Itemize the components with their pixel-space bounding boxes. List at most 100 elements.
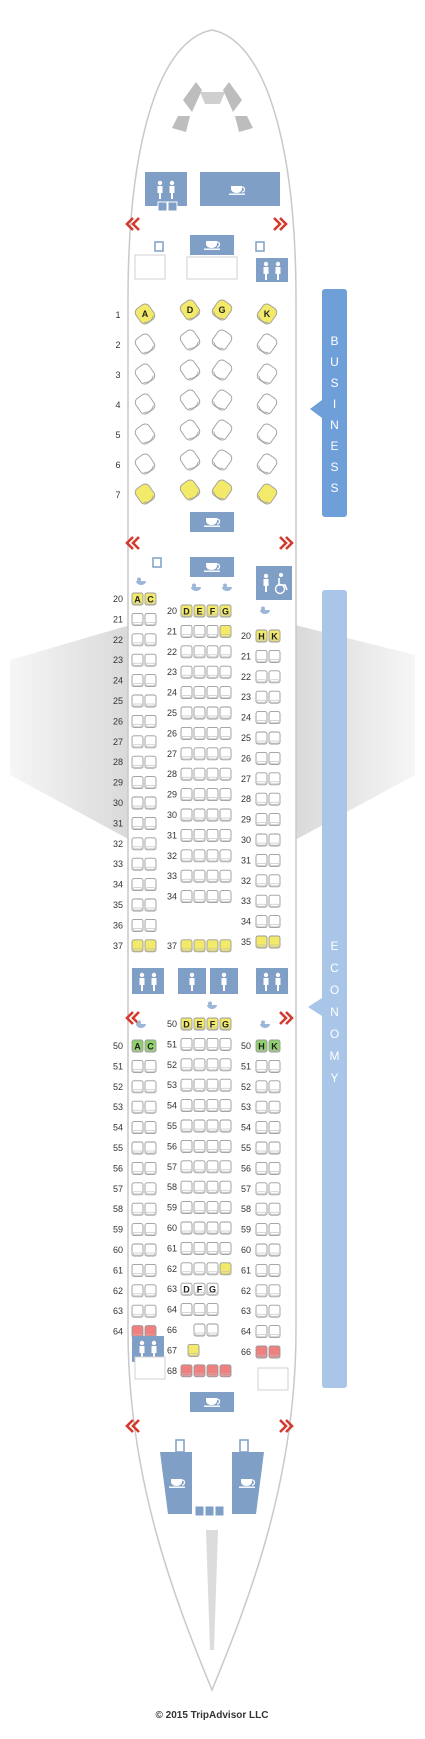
seat-55D[interactable]	[180, 1119, 193, 1133]
seat-28D[interactable]	[180, 767, 193, 781]
business-seat-G[interactable]	[210, 328, 233, 352]
seat-22G[interactable]	[219, 645, 232, 659]
seat-64F[interactable]	[206, 1303, 219, 1317]
seat-23H[interactable]	[255, 690, 268, 704]
seat-50A[interactable]: A	[131, 1039, 144, 1053]
seat-61G[interactable]	[219, 1241, 232, 1255]
seat-28A[interactable]	[131, 755, 144, 769]
seat-68F[interactable]	[206, 1364, 219, 1378]
seat-33F[interactable]	[206, 869, 219, 883]
seat-54A[interactable]	[131, 1121, 144, 1135]
business-seat-G[interactable]	[210, 388, 233, 412]
seat-31K[interactable]	[268, 853, 281, 867]
seat-54H[interactable]	[255, 1121, 268, 1135]
seat-29K[interactable]	[268, 813, 281, 827]
seat-55H[interactable]	[255, 1141, 268, 1155]
seat-23D[interactable]	[180, 665, 193, 679]
business-seat-G[interactable]	[210, 418, 233, 442]
seat-50D[interactable]: D	[180, 1017, 193, 1031]
seat-29C[interactable]	[144, 776, 157, 790]
business-seat-A[interactable]	[133, 362, 156, 386]
seat-26F[interactable]	[206, 726, 219, 740]
seat-35C[interactable]	[144, 898, 157, 912]
seat-54K[interactable]	[268, 1121, 281, 1135]
seat-61E[interactable]	[193, 1241, 206, 1255]
seat-34F[interactable]	[206, 890, 219, 904]
seat-24F[interactable]	[206, 686, 219, 700]
seat-25E[interactable]	[193, 706, 206, 720]
seat-59K[interactable]	[268, 1223, 281, 1237]
seat-25A[interactable]	[131, 694, 144, 708]
seat-22E[interactable]	[193, 645, 206, 659]
seat-34E[interactable]	[193, 890, 206, 904]
seat-54G[interactable]	[219, 1099, 232, 1113]
seat-30G[interactable]	[219, 808, 232, 822]
seat-51F[interactable]	[206, 1037, 219, 1051]
seat-24H[interactable]	[255, 711, 268, 725]
seat-62K[interactable]	[268, 1284, 281, 1298]
seat-23K[interactable]	[268, 690, 281, 704]
seat-27H[interactable]	[255, 772, 268, 786]
seat-37A[interactable]	[131, 939, 144, 953]
seat-62C[interactable]	[144, 1284, 157, 1298]
seat-31H[interactable]	[255, 853, 268, 867]
seat-58H[interactable]	[255, 1202, 268, 1216]
seat-58E[interactable]	[193, 1180, 206, 1194]
business-seat-K[interactable]	[255, 422, 278, 446]
seat-25D[interactable]	[180, 706, 193, 720]
seat-66E[interactable]	[206, 1323, 219, 1337]
seat-59H[interactable]	[255, 1223, 268, 1237]
seat-56F[interactable]	[206, 1139, 219, 1153]
seat-50E[interactable]: E	[193, 1017, 206, 1031]
seat-51C[interactable]	[144, 1059, 157, 1073]
seat-30F[interactable]	[206, 808, 219, 822]
seat-21F[interactable]	[206, 624, 219, 638]
seat-64D[interactable]	[180, 1303, 193, 1317]
seat-57D[interactable]	[180, 1160, 193, 1174]
seat-56G[interactable]	[219, 1139, 232, 1153]
seat-26C[interactable]	[144, 714, 157, 728]
seat-22C[interactable]	[144, 633, 157, 647]
seat-61C[interactable]	[144, 1263, 157, 1277]
seat-27D[interactable]	[180, 747, 193, 761]
seat-51H[interactable]	[255, 1059, 268, 1073]
seat-21C[interactable]	[144, 612, 157, 626]
seat-60D[interactable]	[180, 1221, 193, 1235]
seat-34D[interactable]	[180, 890, 193, 904]
seat-30D[interactable]	[180, 808, 193, 822]
seat-62A[interactable]	[131, 1284, 144, 1298]
seat-25K[interactable]	[268, 731, 281, 745]
seat-64A[interactable]	[131, 1325, 144, 1339]
seat-31C[interactable]	[144, 816, 157, 830]
seat-53A[interactable]	[131, 1100, 144, 1114]
seat-59F[interactable]	[206, 1201, 219, 1215]
business-seat-D[interactable]	[178, 448, 201, 472]
seat-64K[interactable]	[268, 1325, 281, 1339]
seat-54D[interactable]	[180, 1099, 193, 1113]
seat-24K[interactable]	[268, 711, 281, 725]
seat-26A[interactable]	[131, 714, 144, 728]
seat-60H[interactable]	[255, 1243, 268, 1257]
seat-59G[interactable]	[219, 1201, 232, 1215]
seat-29D[interactable]	[180, 788, 193, 802]
seat-52D[interactable]	[180, 1058, 193, 1072]
seat-68G[interactable]	[219, 1364, 232, 1378]
seat-36A[interactable]	[131, 918, 144, 932]
seat-31E[interactable]	[193, 828, 206, 842]
seat-22A[interactable]	[131, 633, 144, 647]
seat-55G[interactable]	[219, 1119, 232, 1133]
seat-29H[interactable]	[255, 813, 268, 827]
seat-53D[interactable]	[180, 1078, 193, 1092]
business-seat-D[interactable]	[178, 388, 201, 412]
seat-33G[interactable]	[219, 869, 232, 883]
seat-21K[interactable]	[268, 649, 281, 663]
seat-33K[interactable]	[268, 894, 281, 908]
seat-34H[interactable]	[255, 915, 268, 929]
seat-22K[interactable]	[268, 670, 281, 684]
seat-58G[interactable]	[219, 1180, 232, 1194]
seat-63K[interactable]	[268, 1304, 281, 1318]
seat-27E[interactable]	[193, 747, 206, 761]
seat-26E[interactable]	[193, 726, 206, 740]
seat-31D[interactable]	[180, 828, 193, 842]
seat-29F[interactable]	[206, 788, 219, 802]
